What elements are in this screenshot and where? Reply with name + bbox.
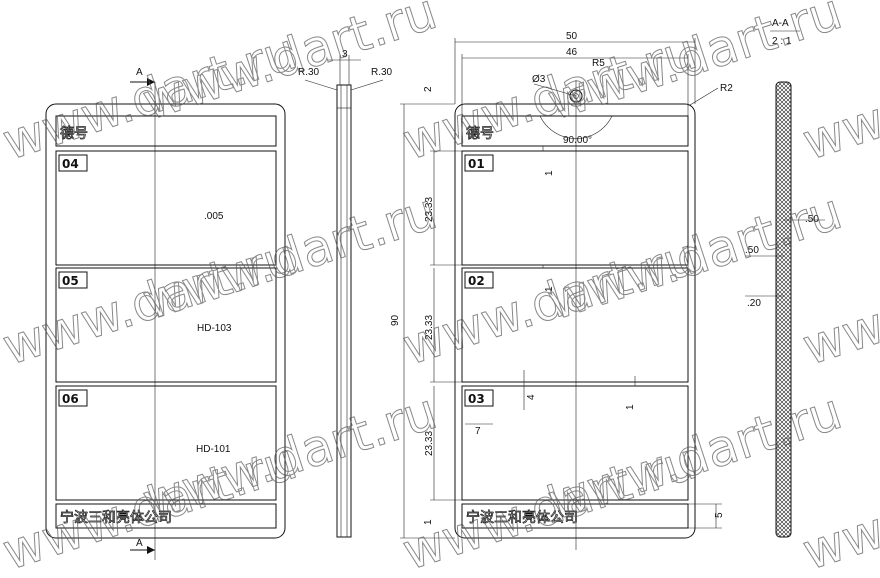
right-header-label: 德号 bbox=[466, 126, 494, 142]
top-gap-dim: 2 bbox=[423, 86, 434, 92]
section-arrow-bottom: A bbox=[136, 538, 143, 549]
width-50-dim: 50 bbox=[566, 31, 578, 42]
arc-radius-dim: R5 bbox=[592, 58, 605, 69]
corner-radius-dim: R2 bbox=[720, 83, 733, 94]
bottom-gap-dim: 1 bbox=[423, 519, 434, 525]
watermark-15: www.dart.ru bbox=[796, 432, 880, 578]
height-90-dim: 90 bbox=[390, 314, 401, 326]
footer-height-dim: 5 bbox=[714, 512, 725, 518]
side-width-dim: 3 bbox=[342, 49, 348, 60]
slot-text-hd101: HD-101 bbox=[196, 444, 231, 455]
section-dim-b: .50 bbox=[745, 245, 759, 256]
section-dim-c: .20 bbox=[747, 298, 761, 309]
slot-height-dim-3: 23.33 bbox=[424, 431, 435, 456]
hole-diameter-dim: Ø3 bbox=[532, 74, 546, 85]
gap-dim-2: 1 bbox=[544, 286, 555, 292]
left-plate-view: 德号 04 05 06 .005 HD-103 HD-101 宁波三和亮体公司 … bbox=[45, 67, 286, 560]
slot-text-hd103: HD-103 bbox=[197, 323, 232, 334]
section-arrow-top: A bbox=[136, 67, 143, 78]
side-profile-view: 3 R.30 R.30 bbox=[298, 49, 393, 538]
side-radius-left: R.30 bbox=[298, 67, 320, 78]
section-scale: 2 : 1 bbox=[772, 36, 792, 47]
label-width-dim: 7 bbox=[475, 426, 481, 437]
section-view-a-a: A-A 2 : 1 .50 .50 .20 bbox=[745, 18, 825, 538]
watermark-12: www.dart.ru bbox=[396, 432, 704, 578]
gap-dim-1: 1 bbox=[544, 170, 555, 176]
gap-dim-3: 1 bbox=[625, 404, 636, 410]
left-header-label: 德号 bbox=[60, 126, 88, 142]
slot-number-06: 06 bbox=[62, 392, 79, 406]
slot-number-01: 01 bbox=[468, 157, 485, 171]
left-footer-label: 宁波三和亮体公司 bbox=[60, 509, 172, 526]
side-radius-right: R.30 bbox=[371, 67, 393, 78]
slot-number-02: 02 bbox=[468, 274, 485, 288]
slot-height-dim-2: 23.33 bbox=[424, 315, 435, 340]
slot-height-dim-1: 23.33 bbox=[424, 197, 435, 222]
slot-text-005: .005 bbox=[204, 211, 224, 222]
slot-number-04: 04 bbox=[62, 157, 79, 171]
right-plate-view: Ø3 R5 90.00° 德号 01 02 03 宁波三和亮体公司 50 46 … bbox=[390, 31, 733, 550]
width-46-dim: 46 bbox=[566, 47, 578, 58]
label-offset-dim: 4 bbox=[526, 394, 537, 400]
slot-number-03: 03 bbox=[468, 392, 485, 406]
right-footer-label: 宁波三和亮体公司 bbox=[466, 509, 578, 526]
angle-dim: 90.00° bbox=[563, 135, 592, 146]
section-dim-a: .50 bbox=[805, 214, 819, 225]
slot-number-05: 05 bbox=[62, 274, 79, 288]
watermark-10: www.dart.ru bbox=[396, 227, 704, 376]
section-title: A-A bbox=[772, 18, 789, 29]
